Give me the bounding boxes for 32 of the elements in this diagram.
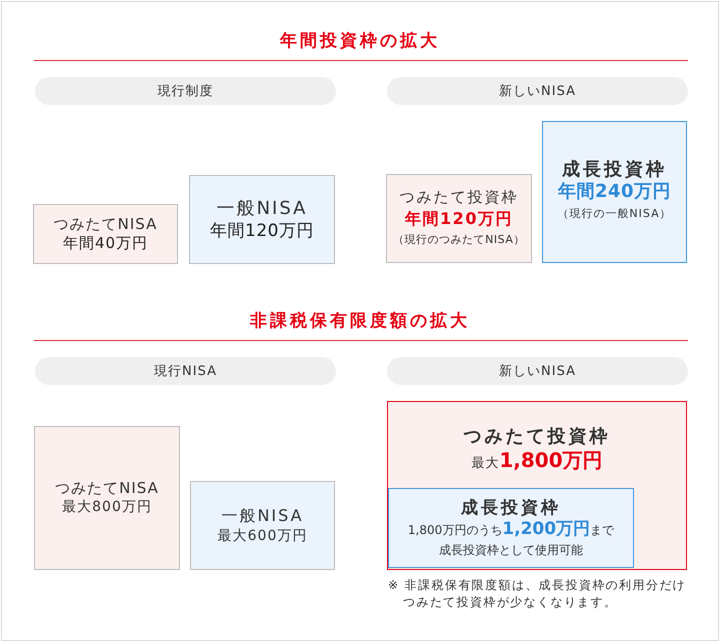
plan-name: つみたてNISA bbox=[54, 215, 158, 234]
amount-text: 年間240万円 bbox=[558, 181, 672, 203]
note-text: （現行の一般NISA） bbox=[557, 206, 672, 222]
section-heading: 非課税保有限度額の拡大 bbox=[250, 311, 470, 331]
plan-box bbox=[387, 401, 687, 570]
plan-box bbox=[388, 488, 634, 568]
plan-box bbox=[33, 204, 178, 264]
plan-name: つみたてNISA bbox=[55, 479, 159, 498]
note-text: （現行のつみたてNISA） bbox=[393, 232, 525, 248]
amount-text: 年間120万円 bbox=[210, 220, 314, 242]
plan-name: つみたて投資枠 bbox=[464, 426, 610, 448]
plan-box bbox=[542, 121, 687, 263]
amount-text: 年間40万円 bbox=[62, 234, 148, 253]
header-pill: 現行NISA bbox=[35, 357, 336, 385]
plan-name: 成長投資枠 bbox=[562, 159, 667, 181]
amount-text: 最大800万円 bbox=[62, 498, 152, 517]
header-pill: 現行制度 bbox=[35, 77, 336, 105]
amount-text: 最大600万円 bbox=[218, 526, 308, 546]
plan-name: つみたて投資枠 bbox=[400, 187, 518, 208]
description-text: 1,800万円のうち1,200万円まで成長投資枠として使用可能 bbox=[408, 518, 614, 558]
footnote: ※ 非課税保有限度額は、成長投資枠の利用分だけつみたて投資枠が少なくなります。 bbox=[388, 577, 688, 611]
section-heading: 年間投資枠の拡大 bbox=[280, 31, 440, 51]
plan-box bbox=[189, 175, 335, 264]
header-pill: 新しいNISA bbox=[387, 357, 688, 385]
plan-name: 一般NISA bbox=[221, 506, 304, 526]
plan-box bbox=[34, 426, 180, 570]
amount-text: 年間120万円 bbox=[405, 208, 513, 229]
plan-name: 成長投資枠 bbox=[461, 496, 561, 518]
header-pill: 新しいNISA bbox=[387, 77, 688, 105]
plan-box bbox=[386, 174, 532, 263]
plan-box bbox=[190, 481, 335, 570]
plan-name: 一般NISA bbox=[216, 198, 308, 220]
